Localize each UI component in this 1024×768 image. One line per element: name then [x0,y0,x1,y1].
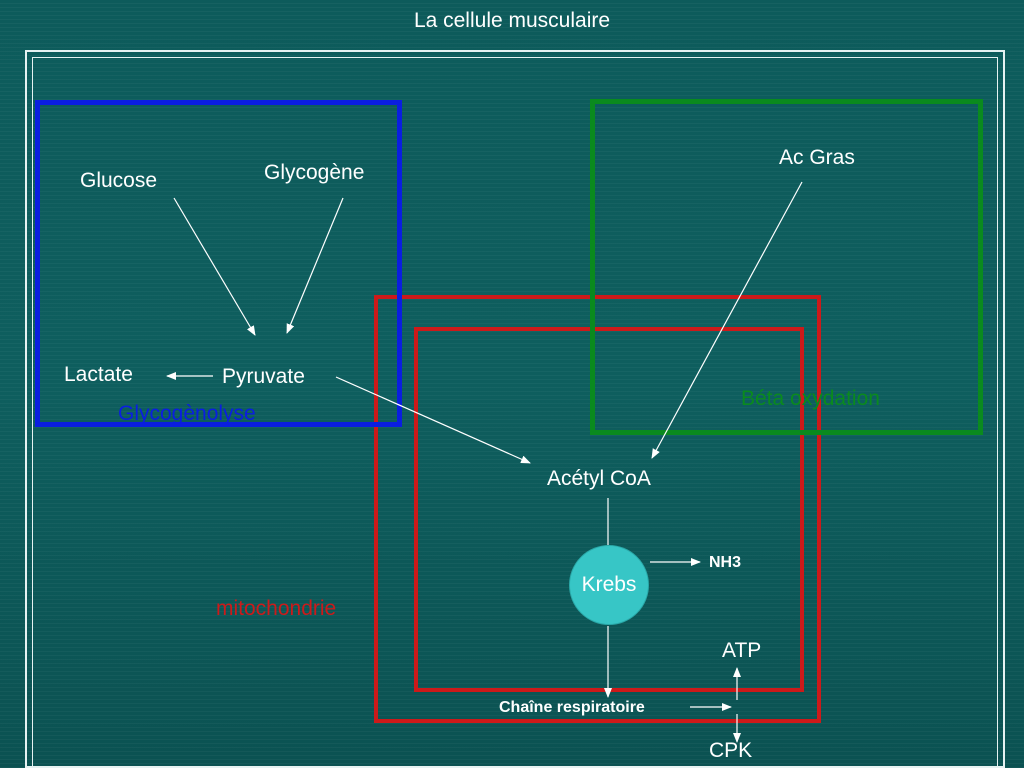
mitochondrie-outer-box [374,295,821,723]
krebs-label: Krebs [581,573,637,596]
arrow-acgras-acetylcoa [651,181,803,459]
glycogenolyse-label: Glycogènolyse [118,402,256,425]
acetyl-coa-label: Acétyl CoA [547,467,651,490]
arrow-glucose-pyruvate [173,197,256,336]
mitochondrie-label: mitochondrie [216,597,337,620]
ac-gras-label: Ac Gras [779,146,855,169]
beta-oxydation-box [590,99,983,435]
cpk-label: CPK [709,739,753,762]
glucose-label: Glucose [80,169,158,192]
beta-oxydation-label: Béta oxydation [741,387,880,410]
atp-label: ATP [722,639,762,662]
krebs-cycle-node [569,545,649,625]
glycogene-label: Glycogène [264,161,365,184]
arrow-glycogene-pyruvate [286,197,344,334]
glycogenolyse-box [35,100,402,427]
nh3-label: NH3 [709,554,742,571]
slide-title: La cellule musculaire [413,9,611,32]
pyruvate-label: Pyruvate [222,365,305,388]
lactate-label: Lactate [64,363,133,386]
chaine-respiratoire-label: Chaîne respiratoire [499,699,645,716]
arrow-pyruvate-acetylcoa [335,376,531,464]
